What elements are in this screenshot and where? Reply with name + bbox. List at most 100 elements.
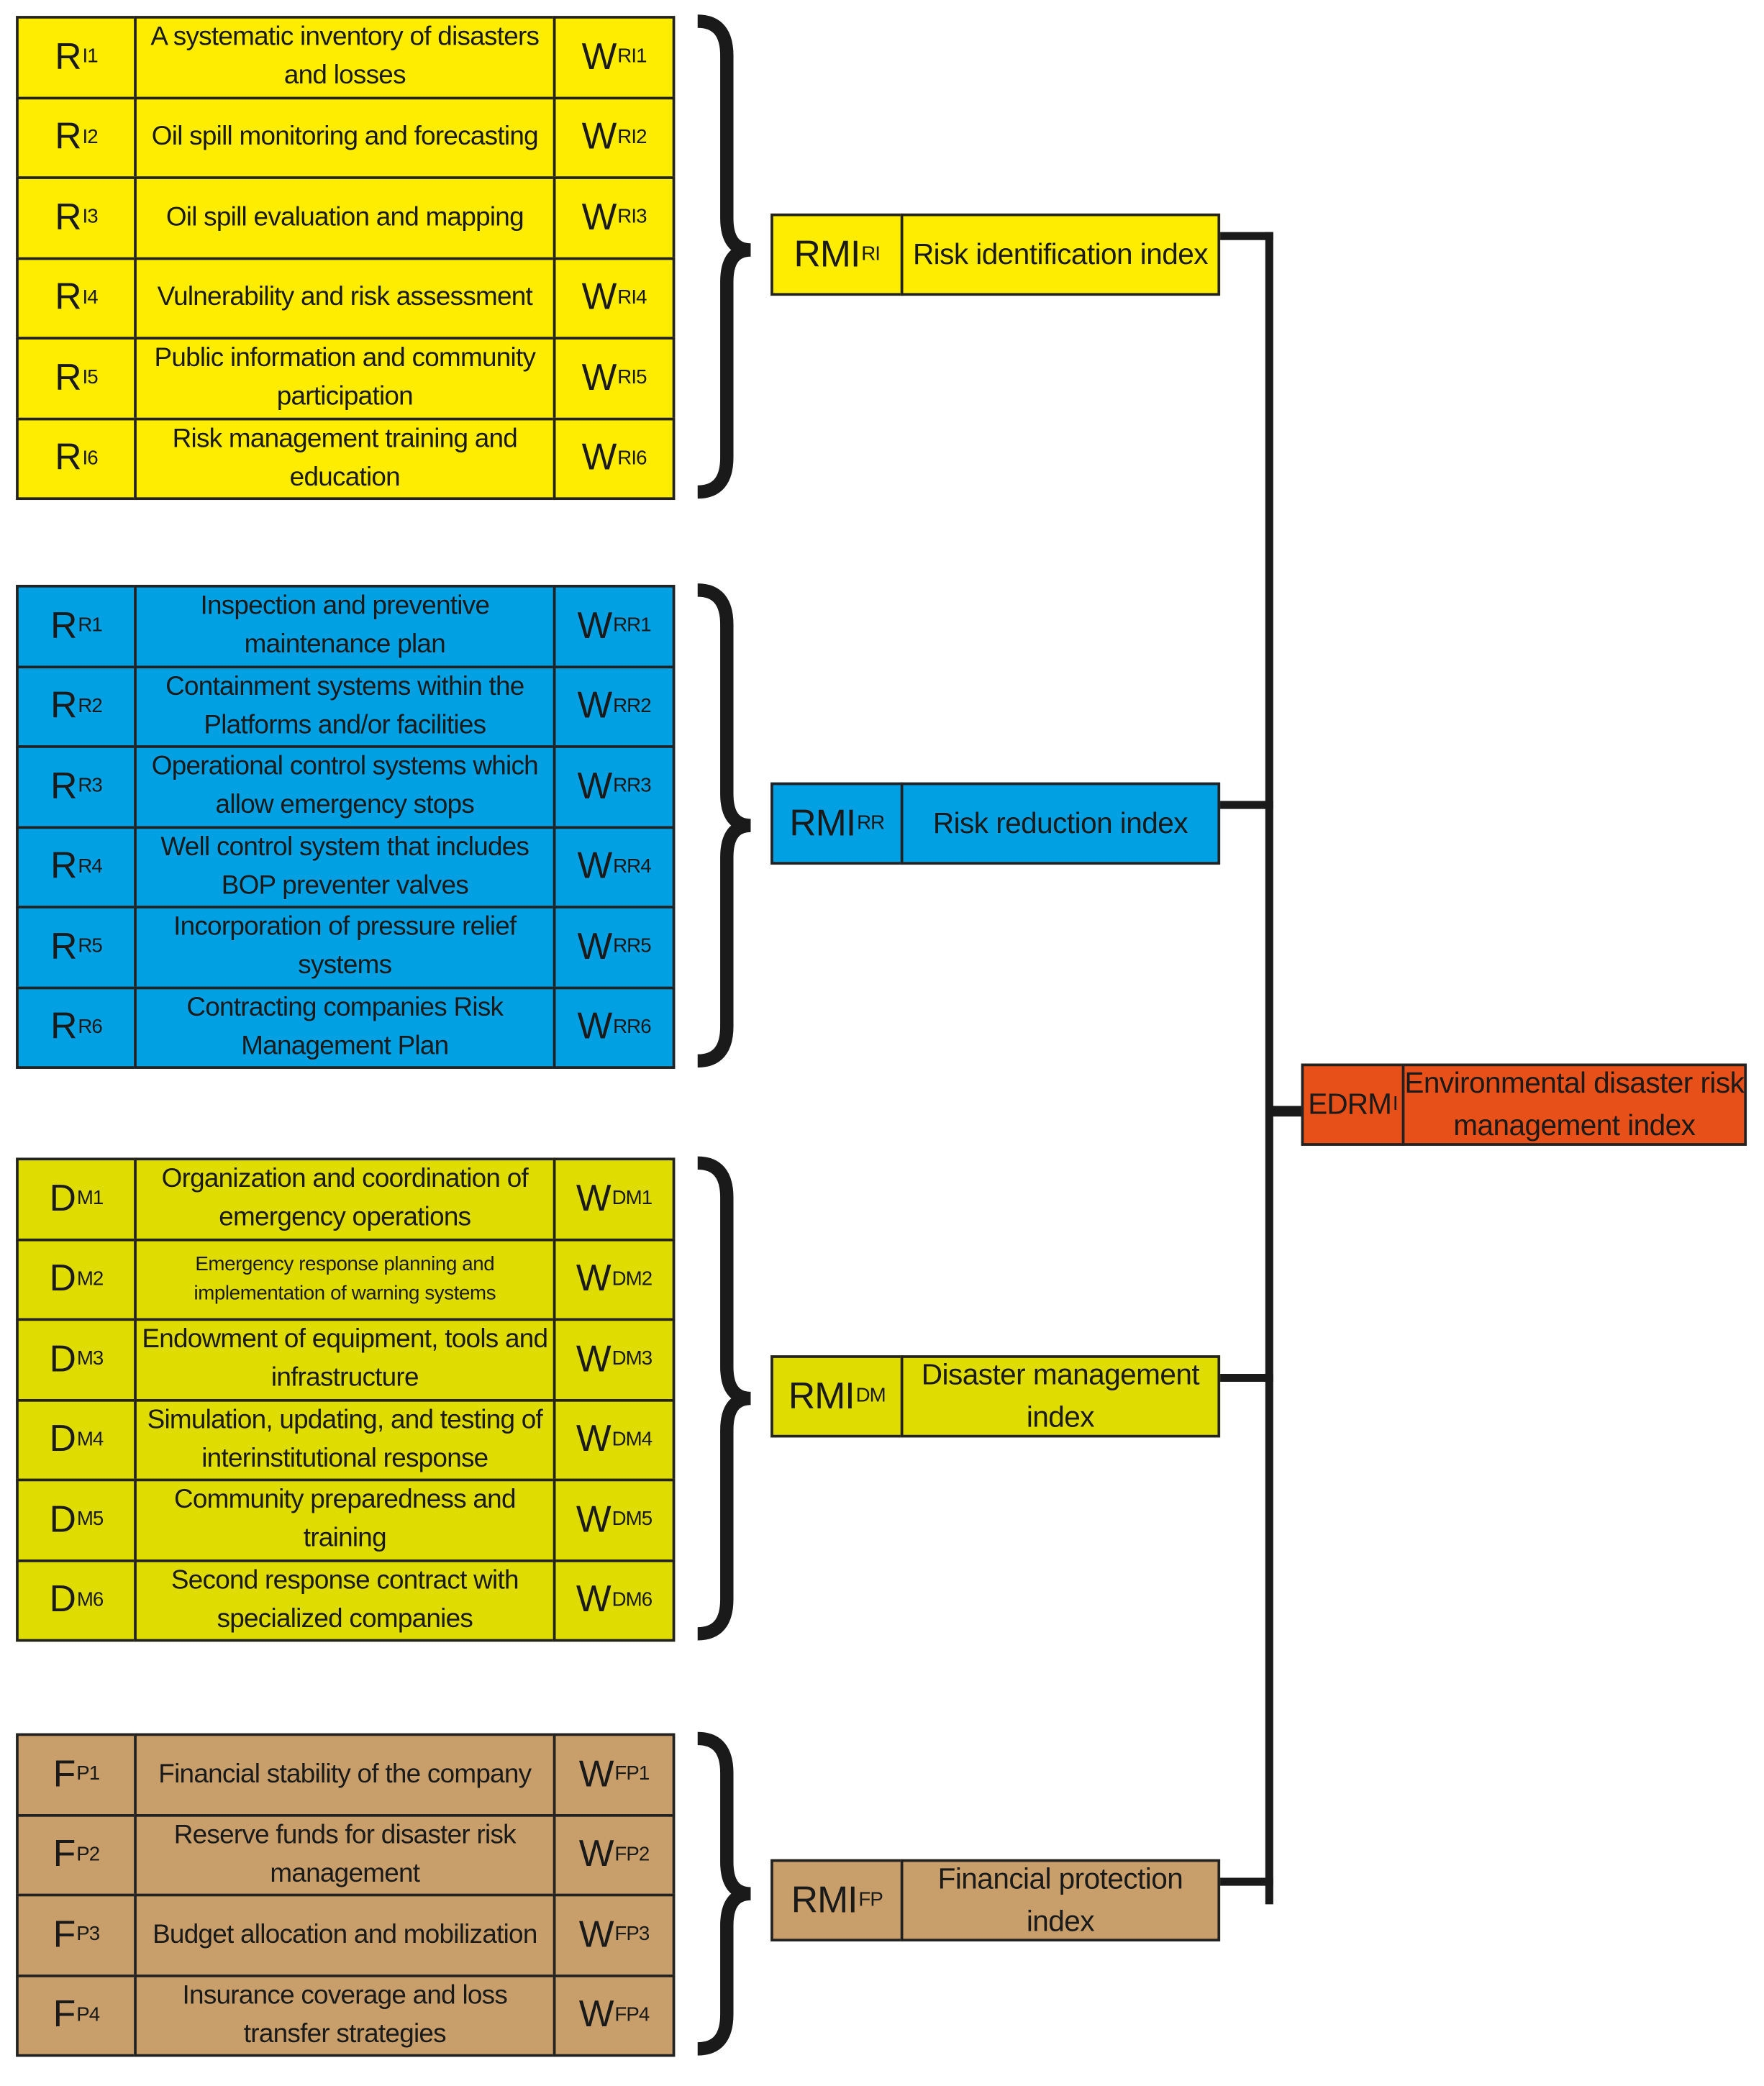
weight-subscript: RI6 [617,447,647,470]
weight-symbol: W [576,1578,612,1620]
indicator-description: Inspection and preventive maintenance pl… [134,585,556,668]
indicator-subscript: I4 [82,286,99,309]
indicator-description: Insurance coverage and loss transfer str… [134,1974,556,2057]
index-symbol: RMI [788,1375,855,1416]
weight-symbol: W [581,356,617,398]
weight-symbol: W [578,1753,614,1795]
indicator-label: Operational control systems which allow … [151,752,539,820]
indicator-symbol: R [50,925,77,967]
weight-subscript: DM5 [612,1508,653,1531]
weight-symbol: W [578,1913,614,1955]
indicator-label: Public information and community partici… [154,343,536,411]
indicator-subscript: M1 [76,1187,104,1211]
indicator-subscript: P1 [76,1762,100,1786]
weight-symbol: W [576,1418,612,1459]
indicator-symbol: F [53,1993,76,2035]
index-description: Risk identification index [900,213,1221,296]
indicator-description: Incorporation of pressure relief systems [134,906,556,989]
indicator-subscript: M6 [76,1588,104,1611]
weight-subscript: RR4 [613,855,651,878]
indicator-description: Oil spill evaluation and mapping [134,176,556,260]
index-symbol: RMI [791,1878,858,1920]
indicator-subscript: M5 [76,1508,104,1531]
indicator-description: Oil spill monitoring and forecasting [134,96,556,179]
weight-symbol: W [576,1257,612,1299]
indicator-subscript: M2 [76,1267,104,1290]
index-label: Risk identification index [912,237,1209,271]
indicator-label: Insurance coverage and loss transfer str… [182,1980,508,2049]
weight-subscript: RR1 [613,614,651,637]
indicator-label: Oil spill monitoring and forecasting [151,122,539,152]
indicator-symbol: R [50,765,77,806]
indicator-symbol: F [53,1833,76,1875]
indicator-subscript: R1 [78,614,102,637]
index-symbol: RMI [789,801,856,843]
index-symbol: RMI [794,232,861,275]
indicator-label: Inspection and preventive maintenance pl… [200,591,490,660]
indicator-label: Oil spill evaluation and mapping [165,202,524,232]
indicator-description: Contracting companies Risk Management Pl… [134,985,556,1069]
indicator-symbol: R [50,604,77,646]
indicator-description: A systematic inventory of disasters and … [134,16,556,99]
index-description: Risk reduction index [900,782,1221,865]
weight-subscript: RI3 [617,206,647,229]
edrm-subscript: I [1392,1093,1399,1116]
weight-symbol: W [581,276,617,318]
index-label: Risk reduction index [932,806,1188,840]
indicator-description: Endowment of equipment, tools and infras… [134,1318,556,1401]
indicator-label: Budget allocation and mobilization [153,1920,537,1949]
indicator-subscript: P2 [76,1843,100,1866]
indicator-label: Well control system that includes BOP pr… [160,832,529,901]
indicator-subscript: P4 [76,2003,100,2026]
weight-subscript: DM6 [612,1588,653,1611]
indicator-symbol: R [55,116,81,158]
index-subscript: DM [855,1384,886,1408]
index-label: Financial protection index [937,1862,1183,1938]
edrm-label: Environmental disaster risk management i… [1404,1066,1745,1142]
indicator-subscript: I5 [82,366,99,389]
weight-subscript: FP3 [614,1923,650,1946]
indicator-symbol: R [50,845,77,887]
weight-subscript: FP4 [614,2003,650,2026]
indicator-description: Containment systems within the Platforms… [134,665,556,748]
weight-symbol: W [581,196,617,237]
curly-brace [697,1156,752,1641]
indicator-description: Risk management training and education [134,416,556,501]
indicator-description: Emergency response planning and implemen… [134,1238,556,1321]
indicator-description: Budget allocation and mobilization [134,1893,556,1977]
weight-subscript: RR5 [613,935,651,958]
weight-symbol: W [577,604,612,646]
indicator-description: Organization and coordination of emergen… [134,1157,556,1241]
indicator-label: A systematic inventory of disasters and … [150,22,540,91]
weight-symbol: W [578,1833,614,1875]
weight-subscript: FP2 [614,1843,650,1866]
indicator-label: Vulnerability and risk assessment [157,283,533,312]
weight-subscript: DM4 [612,1428,653,1451]
indicator-subscript: M4 [76,1428,104,1451]
indicator-subscript: I2 [82,125,99,149]
weight-subscript: RR2 [613,694,651,718]
weight-subscript: DM3 [612,1347,653,1371]
weight-subscript: RI1 [617,45,647,68]
indicator-description: Second response contract with specialize… [134,1559,556,1642]
